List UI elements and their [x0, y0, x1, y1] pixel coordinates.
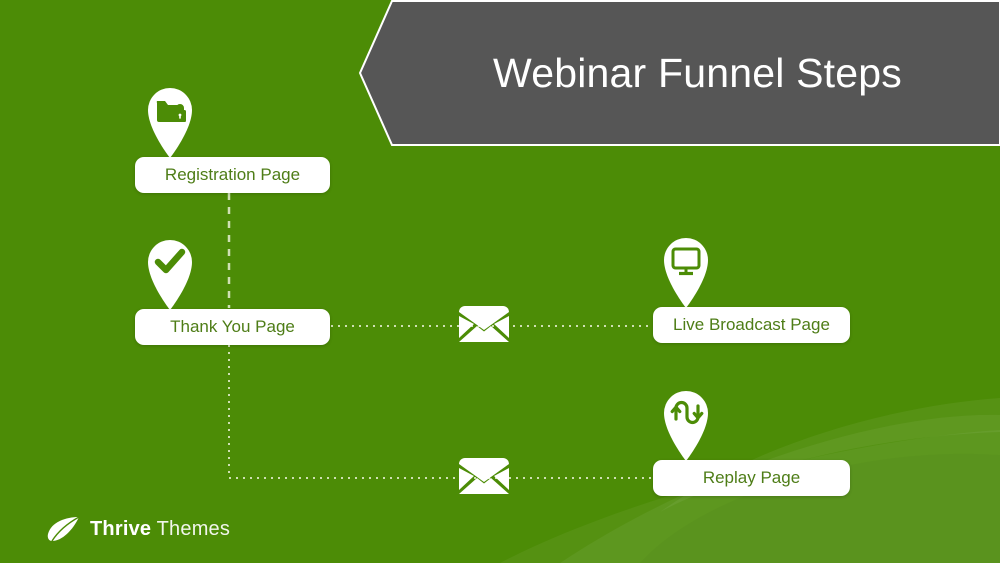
monitor-icon [671, 247, 701, 276]
email-marker-replay[interactable] [457, 457, 511, 495]
connector-thankyou-to-replay [228, 345, 653, 479]
map-pin-replay [664, 391, 708, 461]
map-pin-live-broadcast [664, 238, 708, 308]
page-title: Webinar Funnel Steps [493, 49, 902, 96]
map-pin-registration [148, 88, 192, 158]
brand-name-strong: Thrive [90, 517, 152, 540]
leaf-icon [47, 516, 80, 542]
brand-logo: Thrive Themes [46, 513, 230, 545]
label-replay-page[interactable]: Replay Page [653, 460, 850, 496]
map-pin-thank-you [148, 240, 192, 310]
label-registration-page[interactable]: Registration Page [135, 157, 330, 193]
envelope-icon [459, 306, 509, 342]
brand-name-light: Themes [151, 517, 231, 540]
envelope-icon [459, 458, 509, 494]
email-marker-live-broadcast[interactable] [457, 305, 511, 343]
checkmark-icon [154, 248, 186, 274]
label-live-broadcast-page[interactable]: Live Broadcast Page [653, 307, 850, 343]
brand-name: Thrive Themes [90, 518, 230, 541]
header-banner-shape [358, 0, 1000, 146]
u-turn-arrow-icon [670, 400, 704, 425]
label-thank-you-page[interactable]: Thank You Page [135, 309, 330, 345]
folder-lock-icon [156, 101, 186, 122]
